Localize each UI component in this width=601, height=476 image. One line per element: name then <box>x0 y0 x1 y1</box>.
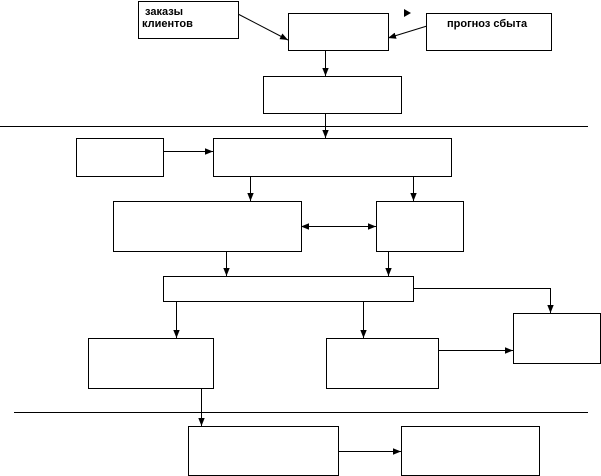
node-bottom-middle <box>326 338 439 389</box>
arrow-forecast-to-center <box>387 25 428 39</box>
arrow-orders-to-center <box>237 13 289 41</box>
orders-label-line2: клиентов <box>142 18 193 30</box>
node-wide <box>213 138 452 177</box>
node-final-right <box>401 426 540 476</box>
node-sales-forecast: прогноз сбыта <box>426 13 552 51</box>
node-bar <box>163 276 414 302</box>
node-right <box>513 313 601 364</box>
arrow-bar-to-right <box>413 288 554 313</box>
node-left-small <box>76 138 164 177</box>
node-customer-orders-label: заказы клиентов <box>139 6 238 30</box>
node-bottom-left <box>88 338 214 389</box>
node-second <box>263 76 402 114</box>
pointer-marker <box>404 9 411 17</box>
node-top-center <box>288 13 389 51</box>
node-sales-forecast-label: прогноз сбыта <box>447 18 528 30</box>
node-row3-right <box>376 201 464 252</box>
node-row3-left <box>113 201 302 252</box>
node-customer-orders: заказы клиентов <box>138 1 239 39</box>
node-final-left <box>188 426 339 476</box>
orders-label-line1: заказы <box>145 6 184 18</box>
